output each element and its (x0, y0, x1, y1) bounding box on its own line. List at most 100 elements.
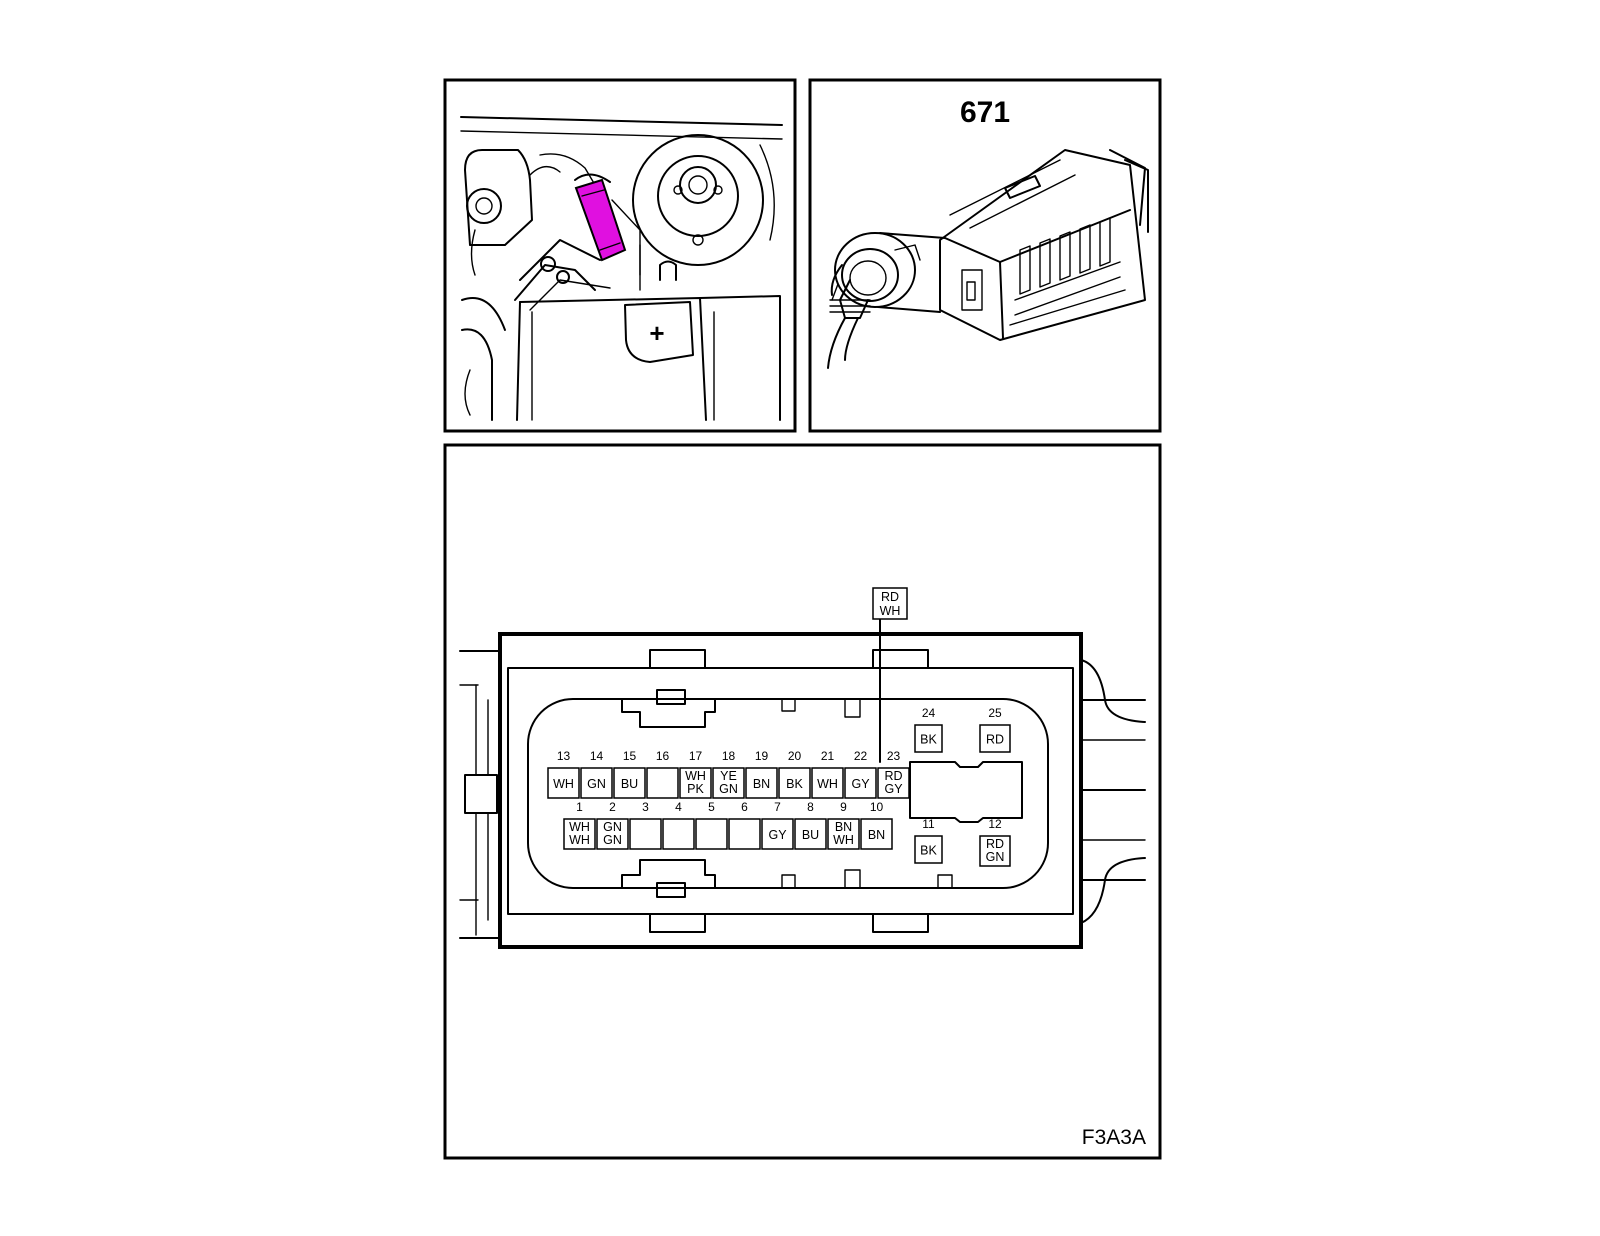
pin-number: 25 (988, 706, 1002, 720)
pin-3: 3 (629, 800, 662, 850)
pin-number: 1 (576, 800, 583, 814)
pin-number: 4 (675, 800, 682, 814)
pin-number: 11 (922, 817, 935, 831)
pin-number: 8 (807, 800, 814, 814)
pin-number: 24 (922, 706, 936, 720)
connector-view-panel: 671 (808, 78, 1162, 433)
wire-color-code: GN (986, 850, 1005, 864)
wire-color-code: RD (884, 769, 902, 783)
pin-cavity (646, 767, 679, 799)
pin-number: 23 (887, 749, 901, 763)
pin-number: 9 (840, 800, 847, 814)
location-panel: + (443, 78, 797, 433)
pin-cavity (596, 818, 629, 850)
wire-color-code: WH (685, 769, 706, 783)
pin-cavity (712, 767, 745, 799)
wire-color-code: BN (753, 777, 770, 791)
wire-color-code: RD (986, 733, 1004, 747)
wire-color-code: BU (621, 777, 638, 791)
pin-cavity (778, 767, 811, 799)
pin-number: 18 (722, 749, 736, 763)
pin-cavity (547, 767, 580, 799)
pin-cavity (844, 767, 877, 799)
svg-text:+: + (649, 318, 664, 348)
connector-body-drawing (827, 149, 1149, 369)
pin-number: 2 (609, 800, 616, 814)
wire-color-code: WH (569, 820, 590, 834)
pin-number: 15 (623, 749, 637, 763)
pin-cavity (794, 818, 827, 850)
pin-number: 10 (870, 800, 884, 814)
wire-color-code: BN (868, 828, 885, 842)
wire-color-code: BK (920, 844, 937, 858)
wire-23-color-code-top: RD (881, 590, 899, 604)
pin-cavity (662, 818, 695, 850)
wire-color-code: WH (553, 777, 574, 791)
wire-color-code: WH (833, 833, 854, 847)
pin-number: 22 (854, 749, 868, 763)
wire-color-code: GN (603, 833, 622, 847)
pin-5: 5 (695, 800, 728, 850)
pin-number: 14 (590, 749, 604, 763)
wire-color-code: RD (986, 837, 1004, 851)
wire-color-code: GY (884, 782, 903, 796)
wire-color-code: GY (851, 777, 870, 791)
engine-bay-drawing: + (460, 116, 783, 421)
wire-23-color-box (872, 587, 908, 620)
pin-cavity (860, 818, 893, 850)
wire-23-callout: RD WH (872, 587, 908, 763)
pin-16: 16 (646, 749, 679, 799)
wire-color-code: GN (719, 782, 738, 796)
pin-cavity (728, 818, 761, 850)
pin-number: 6 (741, 800, 748, 814)
pin-cavity (580, 767, 613, 799)
pin-number: 19 (755, 749, 769, 763)
pin-8: 8BU (794, 800, 827, 850)
wire-color-code: BU (802, 828, 819, 842)
pin-cavity (877, 767, 910, 799)
pin-cavity (695, 818, 728, 850)
connector-number: 671 (960, 96, 1010, 129)
pin-cavity (827, 818, 860, 850)
wire-color-code: GN (603, 820, 622, 834)
wire-color-code: PK (687, 782, 704, 796)
wire-color-code: GY (768, 828, 787, 842)
pin-6: 6 (728, 800, 761, 850)
wire-color-code: BN (835, 820, 852, 834)
connector-location-highlight (574, 173, 641, 276)
pin-number: 16 (656, 749, 670, 763)
pin-number: 13 (557, 749, 571, 763)
pin-number: 20 (788, 749, 802, 763)
wire-color-code: BK (786, 777, 803, 791)
wire-color-code: WH (569, 833, 590, 847)
pin-cavity (563, 818, 596, 850)
wire-color-code: BK (920, 733, 937, 747)
pin-number: 17 (689, 749, 703, 763)
pin-number: 12 (988, 817, 1002, 831)
pin-cavity (914, 835, 943, 864)
pin-cavity (979, 724, 1011, 753)
pin-7: 7GY (761, 800, 794, 850)
pin-cavity (745, 767, 778, 799)
pin-cavity (979, 835, 1011, 867)
pin-cavity (679, 767, 712, 799)
pin-number: 3 (642, 800, 649, 814)
wire-23-color-code-bottom: WH (880, 604, 901, 618)
